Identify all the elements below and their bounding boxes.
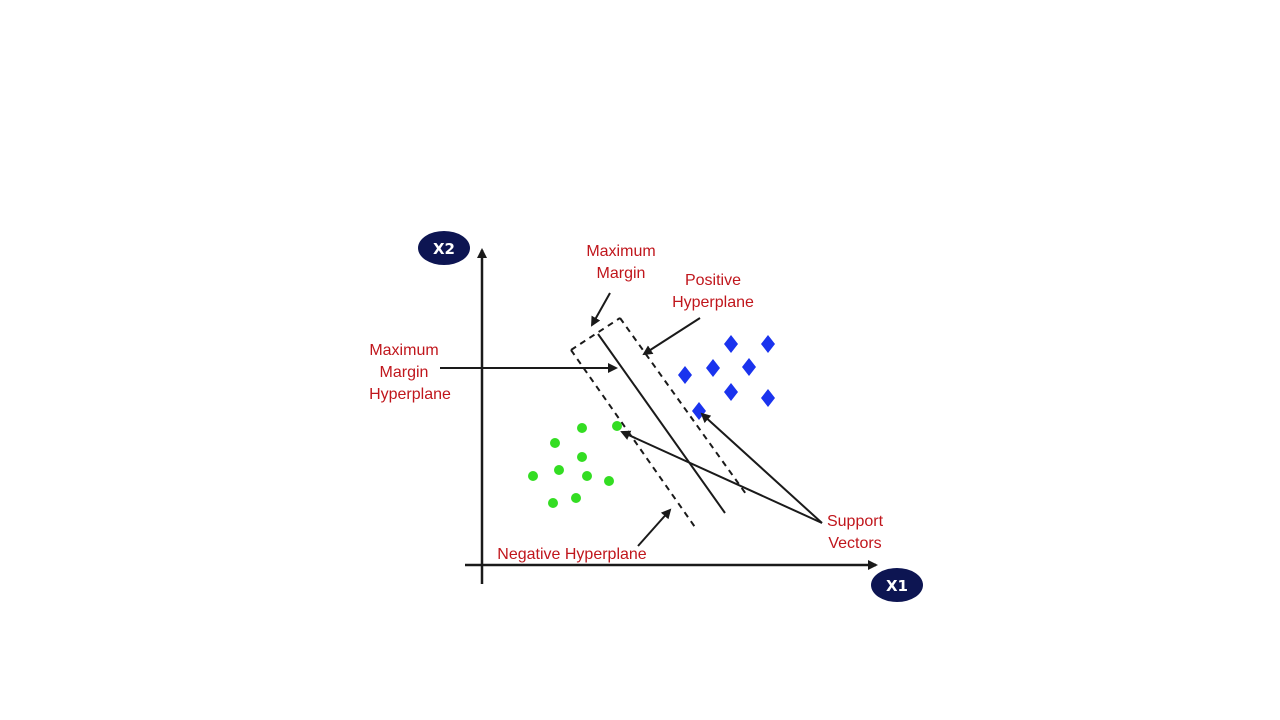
data-point-circle (604, 476, 614, 486)
margin-top-edge (570, 317, 621, 351)
arrow-maximum-margin (591, 292, 611, 327)
label-positive-hyperplane-line2: Hyperplane (672, 294, 754, 311)
label-mmh-line3: Hyperplane (369, 386, 451, 403)
x2-axis-badge: X2 (418, 231, 470, 265)
data-point-circle (528, 471, 538, 481)
support-vector-circle (612, 421, 622, 431)
label-negative-hyperplane-line1: Negative Hyperplane (497, 546, 647, 563)
data-point-circle (550, 438, 560, 448)
label-negative-hyperplane: Negative Hyperplane (497, 546, 647, 563)
positive-hyperplane (619, 317, 747, 495)
data-point-circle (554, 465, 564, 475)
data-point-circle (582, 471, 592, 481)
label-maximum-margin: Maximum Margin (586, 243, 655, 282)
label-support-vectors: Support Vectors (827, 513, 884, 552)
class-circles (528, 421, 622, 508)
data-point-diamond (724, 335, 738, 353)
data-point-diamond (742, 358, 756, 376)
label-support-vectors-line1: Support (827, 513, 884, 530)
data-point-circle (577, 452, 587, 462)
x2-axis-label: X2 (433, 240, 455, 258)
maximum-margin-hyperplane (597, 333, 726, 514)
data-point-diamond (761, 335, 775, 353)
label-maximum-margin-line1: Maximum (586, 243, 655, 260)
label-mmh-line1: Maximum (369, 342, 438, 359)
arrow-support-vector-green (620, 430, 823, 524)
label-support-vectors-line2: Vectors (828, 535, 881, 552)
x1-axis-label: X1 (886, 577, 908, 595)
arrow-negative-hyperplane (637, 508, 672, 547)
label-maximum-margin-line2: Margin (597, 265, 646, 282)
negative-hyperplane (570, 349, 698, 531)
support-vector-diamond (692, 402, 706, 420)
data-point-diamond (761, 389, 775, 407)
label-positive-hyperplane-line1: Positive (685, 272, 741, 289)
data-point-circle (571, 493, 581, 503)
label-maximum-margin-hyperplane: Maximum Margin Hyperplane (369, 342, 451, 403)
data-point-circle (548, 498, 558, 508)
data-point-diamond (724, 383, 738, 401)
data-point-diamond (706, 359, 720, 377)
class-diamonds (678, 335, 775, 420)
data-point-diamond (678, 366, 692, 384)
arrow-support-vector-blue (700, 412, 823, 524)
arrow-positive-hyperplane (642, 317, 701, 356)
x1-axis-badge: X1 (871, 568, 923, 602)
label-mmh-line2: Margin (380, 364, 429, 381)
data-point-circle (577, 423, 587, 433)
label-positive-hyperplane: Positive Hyperplane (672, 272, 754, 311)
